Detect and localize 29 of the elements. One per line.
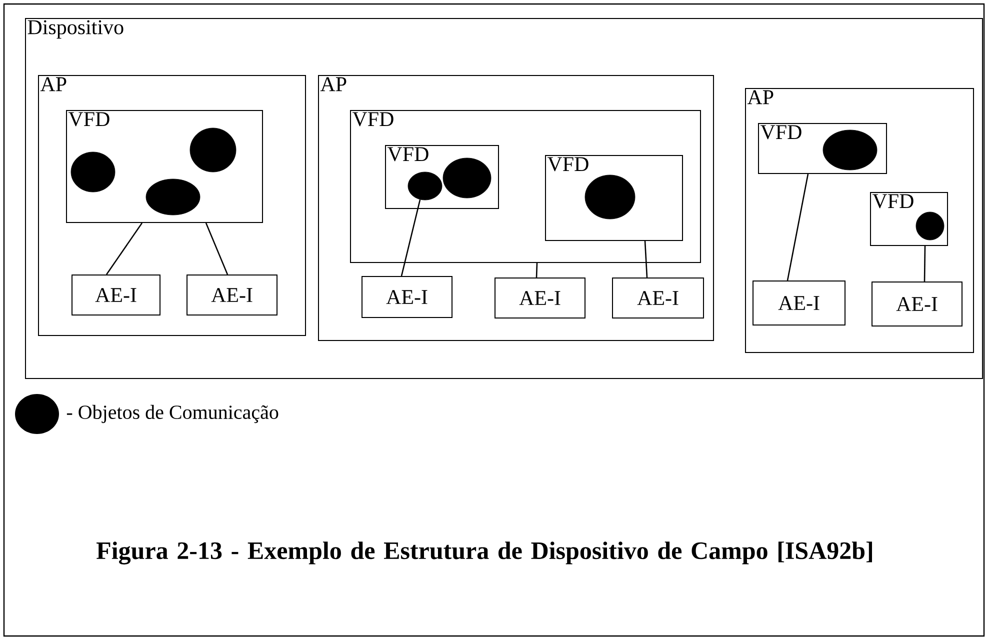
- interface-box: AE-I: [72, 274, 160, 316]
- legend-item: - Objetos de Comunicação: [15, 394, 278, 434]
- figure-caption: Figura 2-13 - Exemplo de Estrutura de Dispositivo de Campo [ISA92b]: [96, 542, 872, 564]
- connector-line: [400, 199, 421, 276]
- container-box: VFD: [66, 110, 263, 223]
- communication-object: [190, 128, 236, 172]
- communication-object: [408, 172, 442, 200]
- interface-box: AE-I: [872, 282, 962, 326]
- communication-object: [916, 212, 944, 240]
- interface-box: AE-I: [494, 278, 586, 318]
- connector-line: [205, 222, 228, 275]
- container-box: VFD: [545, 155, 683, 241]
- connector-line: [786, 174, 809, 281]
- connector-line: [536, 262, 538, 278]
- interface-box: AE-I: [612, 278, 704, 318]
- interface-box: AE-I: [186, 274, 278, 316]
- container-box: VFD: [758, 123, 887, 174]
- connector-line: [924, 246, 926, 282]
- connector-line: [644, 240, 648, 278]
- communication-object: [146, 178, 200, 216]
- communication-object: [822, 130, 878, 170]
- communication-object: [70, 152, 116, 192]
- connector-line: [106, 222, 143, 275]
- interface-box: AE-I: [362, 276, 452, 318]
- communication-object: [584, 174, 636, 220]
- interface-box: AE-I: [752, 280, 846, 326]
- container-box: VFD: [385, 145, 499, 209]
- communication-object: [442, 158, 492, 198]
- container-box: VFD: [870, 192, 948, 246]
